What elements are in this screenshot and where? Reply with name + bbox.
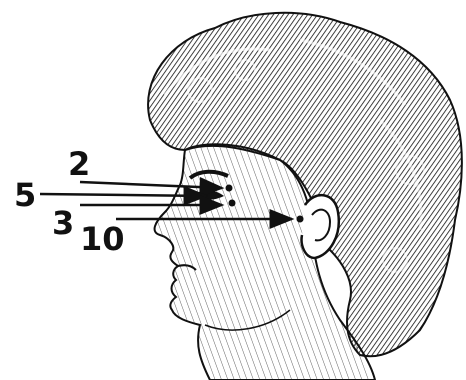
callout-label-3: 3 [52,204,74,242]
callout-label-10: 10 [80,220,125,258]
callout-label-2: 2 [68,145,90,183]
callout-label-5: 5 [14,176,36,214]
point-marker-10 [297,216,304,223]
point-marker-2 [226,185,233,192]
point-marker-3 [229,200,236,207]
